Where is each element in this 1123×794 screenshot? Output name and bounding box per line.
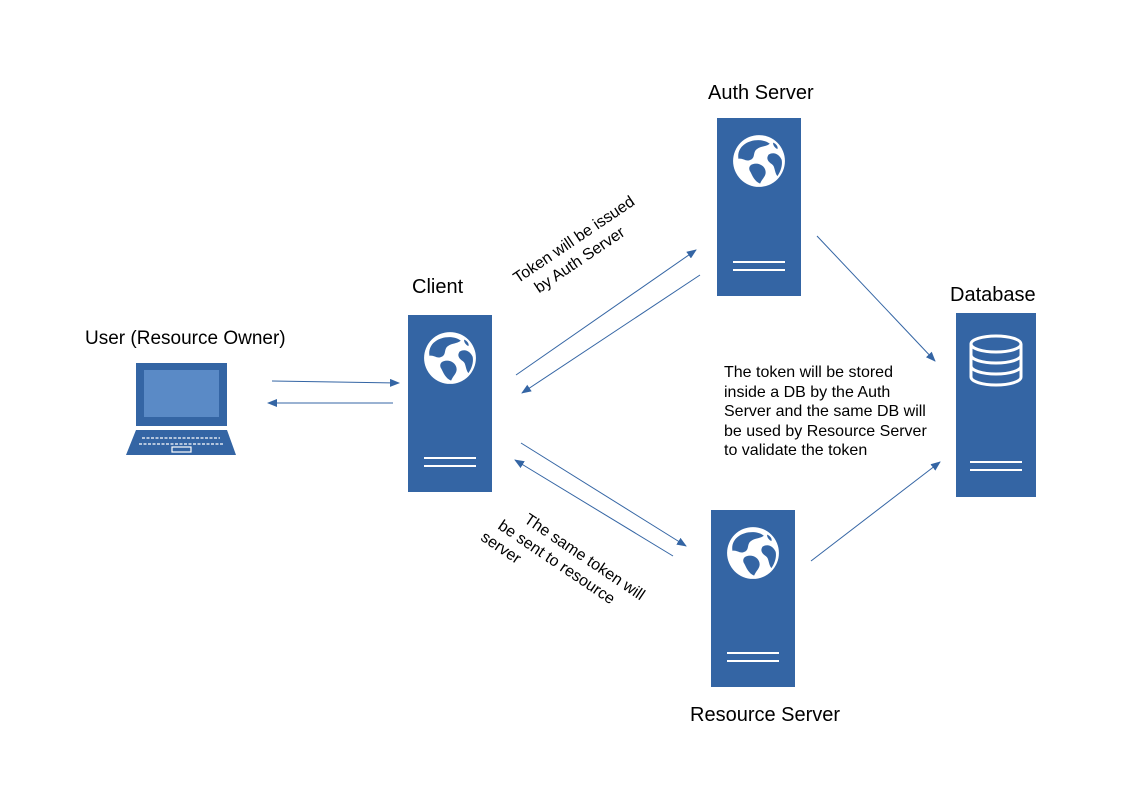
arrow-auth-to-client xyxy=(521,274,701,394)
database-label: Database xyxy=(950,284,1036,306)
arrows xyxy=(267,235,941,562)
note-db-line: The token will be stored xyxy=(724,364,893,381)
resource-server-icon xyxy=(711,510,795,687)
note-db: The token will be stored inside a DB by … xyxy=(724,363,927,461)
arrow-client-to-auth xyxy=(515,249,697,376)
client-server-icon xyxy=(408,315,492,492)
arrow-resource-to-database xyxy=(810,461,941,562)
resource-server-label: Resource Server xyxy=(690,704,841,726)
note-db-line: be used by Resource Server xyxy=(724,422,927,440)
arrow-resource-to-client xyxy=(514,459,674,557)
laptop-icon xyxy=(126,363,236,455)
arrow-auth-to-database xyxy=(816,235,936,362)
arrow-user-to-client xyxy=(271,378,400,387)
note-db-line: Server and the same DB will xyxy=(724,403,926,420)
user-label: User (Resource Owner) xyxy=(85,328,286,349)
arrow-client-to-resource xyxy=(520,442,687,547)
database-icon xyxy=(956,313,1036,497)
note-db-line: to validate the token xyxy=(724,442,868,459)
auth-server-label: Auth Server xyxy=(708,82,814,104)
note-db-line: inside a DB by the Auth xyxy=(724,383,891,401)
client-label: Client xyxy=(412,276,464,298)
auth-server-icon xyxy=(717,118,801,296)
